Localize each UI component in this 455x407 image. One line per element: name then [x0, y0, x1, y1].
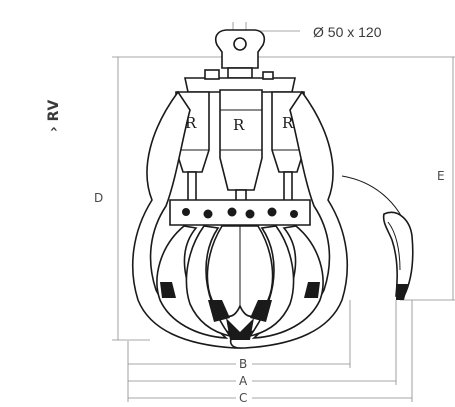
pivot-bolt-6 [267, 207, 277, 217]
dimension-c: C [127, 300, 413, 405]
side-tine-tip [396, 284, 408, 300]
a-label: A [239, 374, 248, 388]
pivot-bolt-5 [245, 209, 255, 219]
d-label: D [94, 191, 103, 205]
tooth-tip-2 [250, 300, 272, 322]
tooth-tip-left [160, 282, 176, 298]
rotator-block-right [262, 71, 274, 80]
tooth-tip-right [304, 282, 320, 298]
outer-tine-right [229, 90, 349, 349]
inner-tine-1 [156, 225, 229, 339]
tooth-tip-1 [208, 300, 230, 322]
pivot-bolt-3 [203, 209, 213, 219]
side-tine-open [382, 211, 414, 297]
pivot-bolt-7 [290, 210, 298, 218]
grab-body: R R R [131, 29, 414, 349]
side-tine-inner [387, 221, 401, 271]
e-label: E [437, 169, 445, 183]
pin-spec-label: Ø 50 x 120 [313, 24, 382, 40]
series-label: › RV [46, 100, 62, 132]
brand-mark-right: R [282, 114, 294, 132]
dimension-b: B [127, 300, 351, 371]
dimension-e: E [258, 56, 455, 301]
piston-rod-right [283, 171, 293, 203]
tooth-tip-center [226, 318, 254, 340]
pivot-bolt-4 [227, 207, 237, 217]
brand-mark-center: R [233, 116, 245, 134]
pivot-bolt-2 [182, 208, 190, 216]
b-label: B [239, 357, 247, 371]
pin-hole [233, 37, 247, 51]
rotator-block-left [204, 69, 220, 80]
dimension-a: A [127, 300, 397, 388]
rotator-neck [227, 67, 253, 79]
cylinder-housing-center [219, 89, 263, 191]
piston-rod-left [187, 171, 197, 203]
central-hub [169, 199, 311, 226]
series-label-group: › RV [46, 100, 62, 132]
dimension-d: D [94, 56, 222, 341]
inner-tine-2 [251, 225, 324, 339]
c-label: C [239, 391, 247, 405]
